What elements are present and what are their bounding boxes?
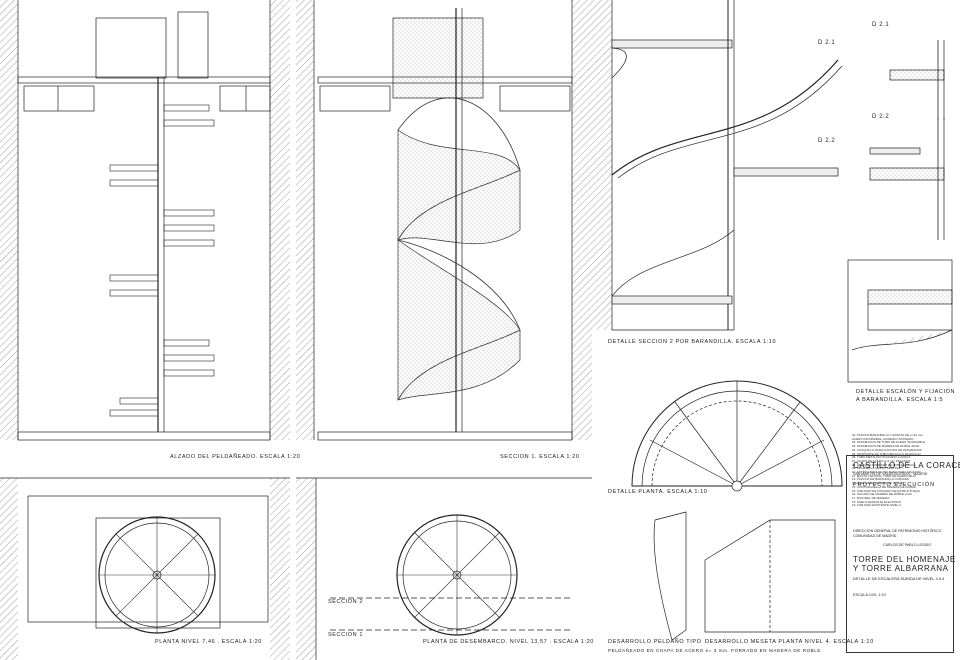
legend-item: 12. PLETINA DE BARANDILLA CURVADA xyxy=(852,478,909,482)
caption-desarrollo-peldano-sub: PELDAÑEADO EN CHAPA DE ACERO e= 3 mm. FO… xyxy=(608,648,821,653)
legend-item: 05. MONTANTE DE TUBO METÁLICO 40x40x3mm xyxy=(852,452,922,456)
legend-item: 09. SOLDADO A MÁSTIL CENTRAL xyxy=(852,467,901,471)
detail-tag-d22: D 2.2 xyxy=(818,138,836,144)
legend-item: 10. ESTRUCTURA DE PELDAÑO PARA FIJACIÓN xyxy=(852,471,921,475)
sheet-scale: ESCALA 1/20, 1:10 xyxy=(853,593,886,597)
building-line-2: Y TORRE ALBARRANA xyxy=(853,564,949,573)
legend-item: 14. CONTRAHUELLA DE MADERA DE ROBLE xyxy=(852,485,916,489)
caption-planta-nivel: PLANTA NIVEL 7,46 . ESCALA 1:20 xyxy=(155,639,262,645)
detail-tag-d21b: D 2.1 xyxy=(872,22,890,28)
detail-plan-semicircle xyxy=(631,380,843,492)
legend-item: ACERO INOXIDABLE, ACABADO SATINADO xyxy=(852,437,914,441)
legend-item: 01. PLETINA BARANDILLA Y ZANCAS DE e=10 … xyxy=(852,434,923,437)
legend-item: 04. CASQUILLO PARA FIJACIÓN DE PASAMANOS xyxy=(852,448,922,452)
legend-item: 02. PASAMANOS DE TUBO DE ACERO INOXIDABL… xyxy=(852,441,926,445)
caption-seccion1: SECCION 1. ESCALA 1:20 xyxy=(500,454,580,460)
caption-planta-desembarco: PLANTA DE DESEMBARCO. NIVEL 13,57 . ESCA… xyxy=(423,639,594,645)
title-block: CASTILLO DE LA CORACERA SAN MARTÍN DE VA… xyxy=(846,455,960,653)
legend-item: 08. PELDAÑO FORRADO DE ROBLE e=20mm xyxy=(852,463,916,467)
legend-item: 03. PASAMANOS DE MADERA DE ROBLE 40x60 xyxy=(852,445,920,449)
stair-treads xyxy=(109,104,215,417)
detail-tag-d21: D 2.1 xyxy=(818,40,836,46)
building-line-1: TORRE DEL HOMENAJE xyxy=(853,555,956,564)
legend-item: 17. RASTREL DE MADERA xyxy=(852,496,890,500)
caption-desarrollo-meseta: DESARROLLO MESETA PLANTA NIVEL 4. ESCALA… xyxy=(705,639,874,645)
floor-slab-upper xyxy=(17,76,271,84)
project-title: CASTILLO DE LA CORACERA xyxy=(853,461,960,470)
legend-item: 07. CHAPA DE ACERO e=3 mm PELDAÑO xyxy=(852,459,911,463)
project-phase: PROYECTO EJECUCIÓN xyxy=(853,482,936,488)
client-line-1: DIRECCIÓN GENERAL DE PATRIMONIO HISTÓRIC… xyxy=(853,529,942,533)
architect-name: CARLOS DE PABLO LEGIDO xyxy=(883,543,932,547)
caption-detalle-seccion2: DETALLE SECCION 2 POR BARANDILLA. ESCALA… xyxy=(608,339,777,345)
legend-item: 16. SOLADO DE MADERA DE ROBLE e=20 xyxy=(852,493,912,497)
legend-item: 19. FORJADO EXISTENTE NIVEL 3 xyxy=(852,504,901,508)
legend-item: 06. TUBO METÁLICO SOLDADO A ZANCA xyxy=(852,456,911,460)
wall-hatch-left xyxy=(0,0,18,440)
detail-tag-d22b: D 2.2 xyxy=(872,114,890,120)
caption-alzado: ALZADO DEL PELDAÑEADO. ESCALA 1:20 xyxy=(170,454,301,460)
section-tag-2: SECCION 2 xyxy=(328,599,364,605)
wall-hatch-right xyxy=(270,0,290,440)
legend-item: 18. SUELO RADIANTE ELÉCTRICO xyxy=(852,500,902,504)
caption-detalle-planta: DETALLE PLANTA. ESCALA 1:10 xyxy=(608,489,708,495)
legend-list: 01. PLETINA BARANDILLA Y ZANCAS DE e=10 … xyxy=(852,434,952,508)
floor-slab-lower xyxy=(17,431,271,441)
sheet-title: DETALLE DE ESCALERA SUBIDA DE NIVEL 3 A … xyxy=(853,576,945,581)
legend-item: 11. MÁSTIL CENTRAL TUBO DE ACERO Ø114 xyxy=(852,474,916,478)
caption-desarrollo-peldano: DESARROLLO PELDAÑO TIPO xyxy=(608,639,702,645)
legend-item: 15. FORJADO DE FORJADO DE ESTRUCTURAS xyxy=(852,489,920,493)
caption-detalle-escalon: DETALLE ESCALÓN Y FIJACIÓN A BARANDILLA.… xyxy=(856,389,956,403)
project-location: SAN MARTÍN DE VALDEIGLESIAS · MADRID xyxy=(853,472,928,476)
section-tag-1: SECCION 1 xyxy=(328,632,364,638)
legend-item: 13. HUELLA DE MADERA DE ROBLE xyxy=(852,482,904,486)
client-line-2: COMUNIDAD DE MADRID xyxy=(853,534,897,538)
